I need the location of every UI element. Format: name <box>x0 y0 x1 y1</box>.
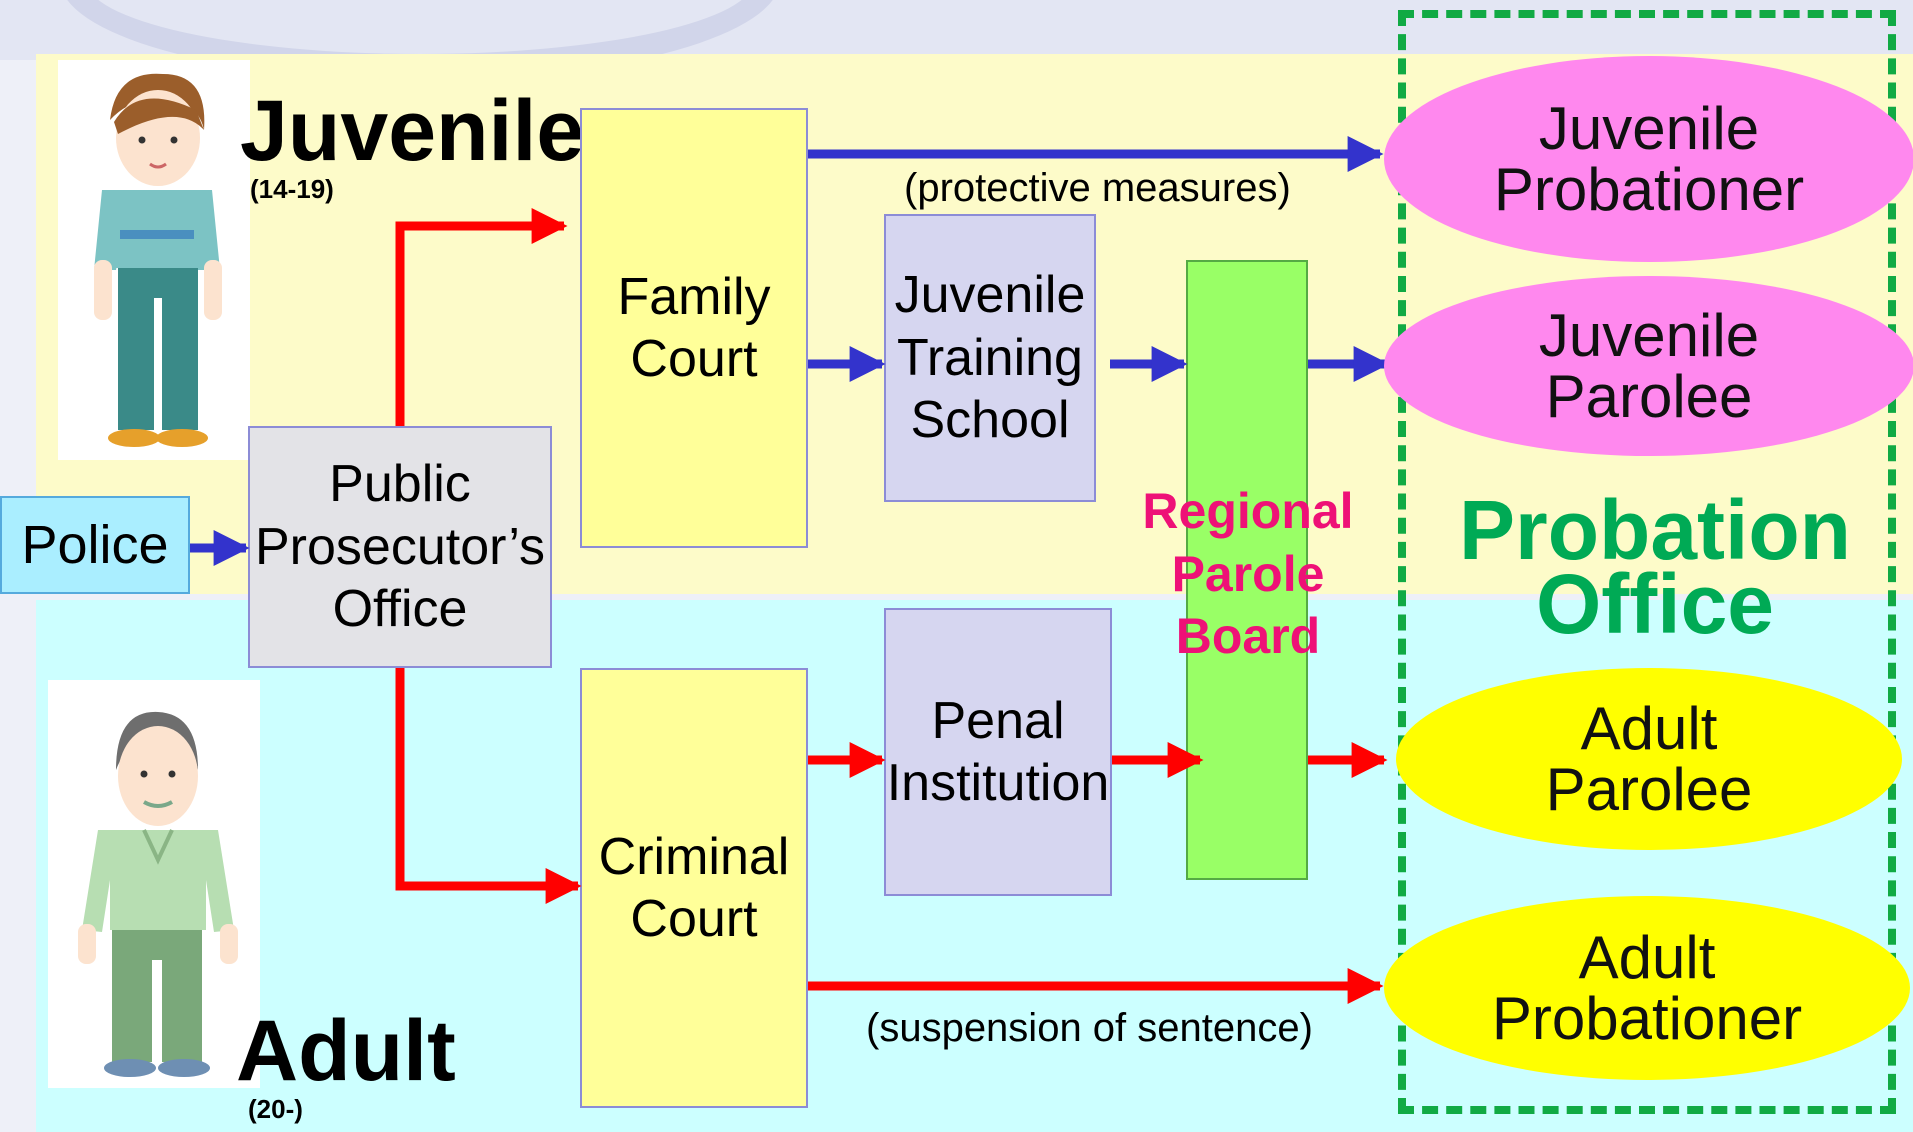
penal-institution-line-1: Penal <box>931 691 1065 750</box>
parole-board-line-2: Parole <box>1171 545 1325 602</box>
adult-parolee-line-1: Adult <box>1580 694 1718 762</box>
adult-title: Adult <box>236 1003 456 1099</box>
parole-board-label: Regional Parole Board <box>1126 480 1370 668</box>
prosecutor-line-3: Office <box>332 580 468 639</box>
adult-figure <box>48 680 260 1088</box>
penal-institution-line-2: Institution <box>886 754 1110 812</box>
adult-probationer-line-1: Adult <box>1578 923 1716 991</box>
juvenile-parolee-line-1: Juvenile <box>1538 301 1760 369</box>
suspension-of-sentence-label: (suspension of sentence) <box>866 1006 1313 1050</box>
juvenile-person-icon <box>94 73 222 447</box>
prosecutor-to-criminal-court-arrow <box>395 668 582 904</box>
juvenile-probationer-ellipse: Juvenile Probationer <box>1384 56 1913 262</box>
prosecutor-line-2: Prosecutor’s <box>255 517 545 576</box>
training-school-line-1: Juvenile <box>894 266 1086 325</box>
juvenile-figure <box>58 60 250 460</box>
adult-person-icon <box>78 711 238 1077</box>
adult-parolee-line-2: Parolee <box>1545 756 1753 823</box>
probation-office-line-1: Probation <box>1459 483 1851 577</box>
family-court-line-2: Court <box>630 330 758 388</box>
juvenile-probationer-line-1: Juvenile <box>1538 94 1760 162</box>
probation-office-frame <box>1398 10 1896 1114</box>
training-school-line-3: School <box>910 391 1070 450</box>
adult-parolee-ellipse: Adult Parolee <box>1396 668 1902 850</box>
training-school-line-2: Training <box>897 328 1083 387</box>
adult-age-range: (20-) <box>248 1094 303 1124</box>
criminal-court-box: Criminal Court <box>580 668 808 1108</box>
police-box: Police <box>0 496 190 594</box>
parole-board-bar <box>1186 260 1308 880</box>
training-school-box: Juvenile Training School <box>884 214 1096 502</box>
adult-probationer-line-2: Probationer <box>1491 985 1803 1052</box>
juvenile-probationer-line-2: Probationer <box>1493 156 1805 223</box>
juvenile-age-range: (14-19) <box>250 174 334 204</box>
probation-office-title: Probation Office <box>1420 483 1890 651</box>
parole-board-line-1: Regional <box>1142 483 1354 539</box>
criminal-court-line-2: Court <box>630 890 758 948</box>
adult-probationer-ellipse: Adult Probationer <box>1384 896 1910 1080</box>
prosecutor-line-1: Public <box>329 455 471 514</box>
juvenile-parolee-line-2: Parolee <box>1545 363 1753 430</box>
juvenile-parolee-ellipse: Juvenile Parolee <box>1384 276 1913 456</box>
criminal-court-line-1: Criminal <box>598 827 790 886</box>
probation-office-line-2: Office <box>1535 556 1775 651</box>
family-court-line-1: Family <box>617 267 771 326</box>
prosecutor-office-box: Public Prosecutor’s Office <box>248 426 552 668</box>
family-court-box: Family Court <box>580 108 808 548</box>
protective-measures-label: (protective measures) <box>904 166 1291 210</box>
juvenile-title: Juvenile <box>240 83 585 179</box>
prosecutor-to-family-court-arrow <box>395 208 568 426</box>
parole-board-line-3: Board <box>1175 608 1321 664</box>
